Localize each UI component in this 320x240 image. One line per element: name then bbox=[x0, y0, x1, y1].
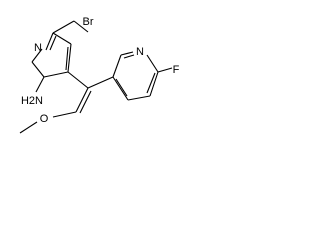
bond bbox=[127, 95, 151, 101]
bond bbox=[31, 61, 45, 78]
bond bbox=[49, 35, 57, 51]
bond bbox=[157, 67, 173, 73]
bond bbox=[67, 43, 72, 73]
atom-label-n-left: N bbox=[34, 42, 42, 54]
bond bbox=[73, 20, 89, 33]
bond bbox=[52, 32, 72, 45]
bond bbox=[146, 54, 159, 73]
bond bbox=[146, 72, 156, 94]
bond bbox=[35, 76, 45, 93]
chemical-structure-diagram: Br N H2N O N F bbox=[19, 16, 180, 134]
atom-label-nh2: H2N bbox=[21, 95, 43, 107]
bond bbox=[65, 46, 69, 71]
bond bbox=[19, 121, 38, 134]
bond bbox=[112, 54, 122, 78]
bond bbox=[115, 78, 128, 97]
atom-label-o: O bbox=[40, 113, 49, 125]
bond bbox=[75, 87, 89, 113]
atom-label-n-right: N bbox=[136, 46, 144, 58]
bond bbox=[43, 71, 69, 78]
bond bbox=[123, 54, 135, 59]
bond bbox=[45, 32, 54, 51]
bond bbox=[67, 71, 89, 89]
atom-label-br: Br bbox=[83, 16, 94, 28]
bond bbox=[52, 20, 75, 34]
bond bbox=[120, 51, 134, 56]
bond bbox=[149, 71, 159, 97]
bond bbox=[79, 90, 92, 114]
bond bbox=[87, 76, 114, 89]
bond bbox=[52, 111, 77, 118]
bond bbox=[31, 48, 43, 63]
bond bbox=[112, 76, 129, 101]
atom-label-f: F bbox=[173, 64, 180, 76]
